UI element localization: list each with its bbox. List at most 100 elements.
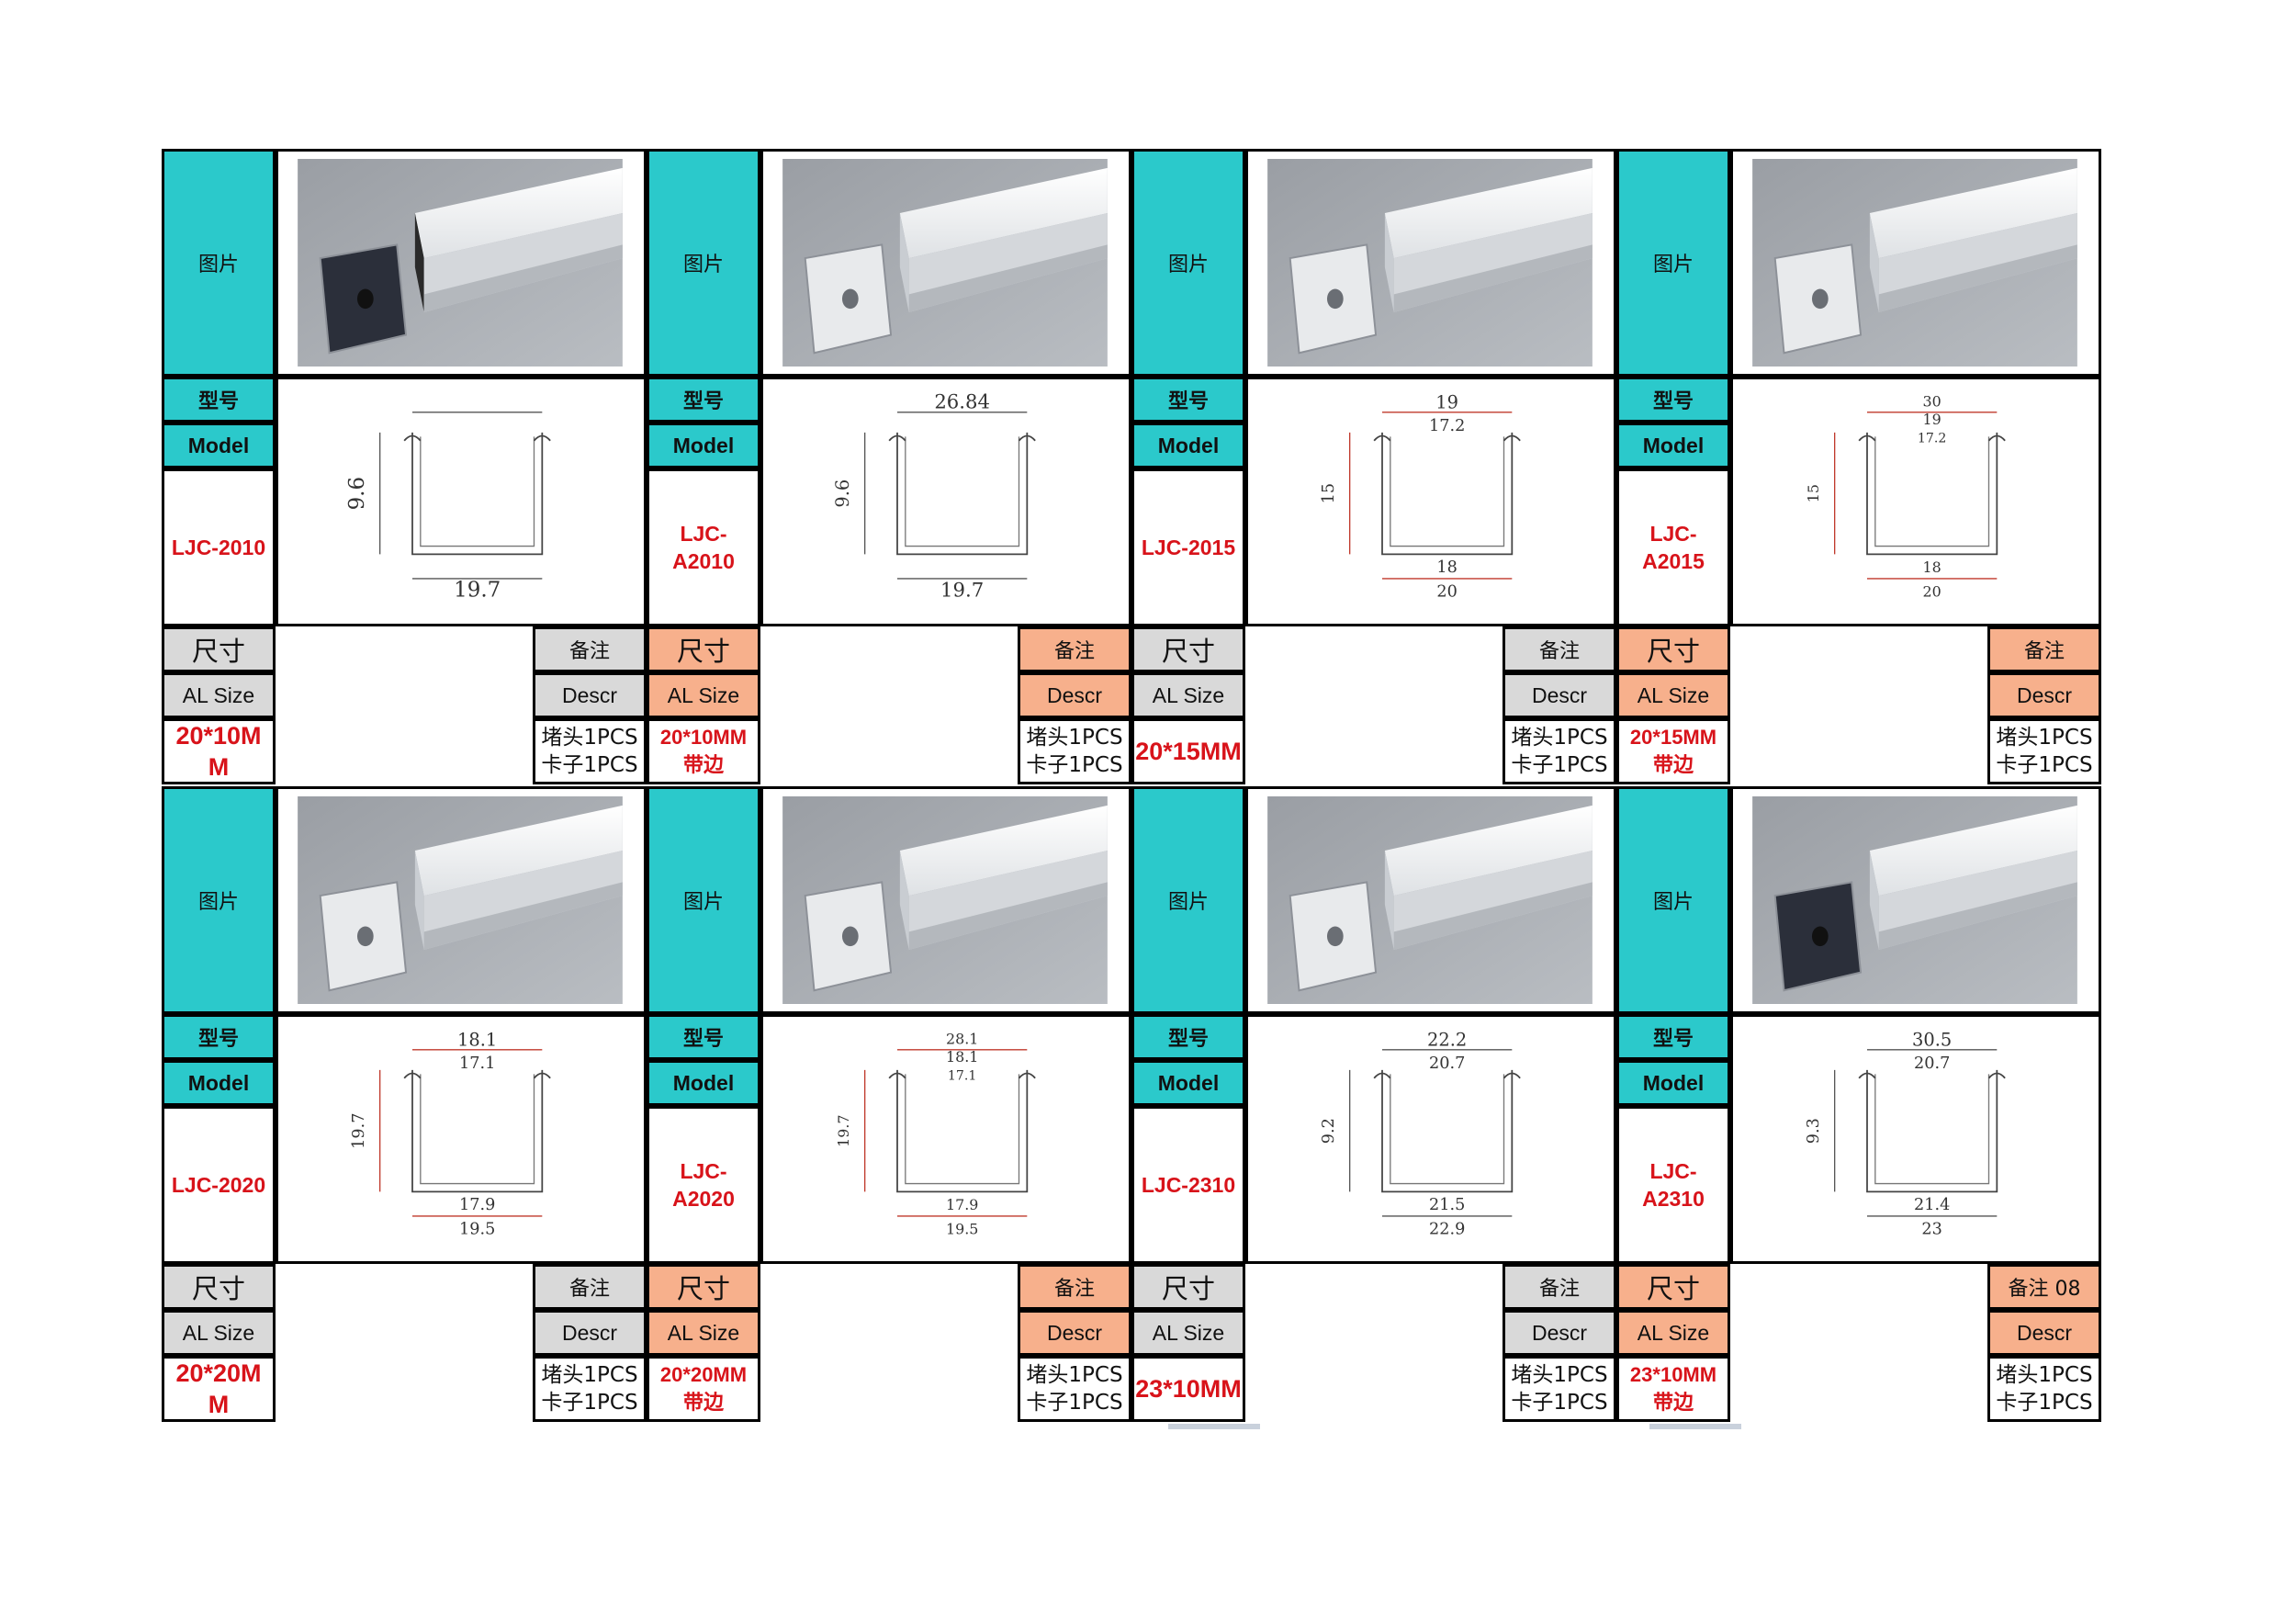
- size-cn-label: 尺寸: [1616, 626, 1730, 672]
- product-photo: [771, 796, 1120, 1004]
- dimension-label: 9.6: [345, 477, 369, 511]
- profile-drawing-svg: 22.220.79.221.522.9: [1320, 1029, 1521, 1238]
- remark-en-label: Descr: [1503, 1310, 1616, 1356]
- dimension-label: 18: [1923, 558, 1941, 576]
- model-en-label: Model: [647, 1060, 760, 1106]
- size-cn-text: 尺寸: [191, 1273, 245, 1304]
- picture-label: 图片: [647, 149, 760, 377]
- model-value-cell: LJC-A2310: [1616, 1106, 1730, 1264]
- size-cn-text: 尺寸: [676, 1273, 730, 1304]
- dimension-label: 19.7: [835, 1114, 852, 1146]
- model-cn-text: 型号: [682, 390, 724, 413]
- model-number: LJC-2010: [171, 536, 266, 559]
- product-photo: [1255, 796, 1604, 1004]
- product-photo-image: [1267, 159, 1593, 367]
- dimension-label: 21.5: [1429, 1196, 1465, 1214]
- model-en-label: Model: [647, 423, 760, 468]
- picture-label-text: 图片: [1167, 891, 1209, 914]
- size-cn-label: 尺寸: [162, 1264, 276, 1310]
- product-photo-image: [1752, 159, 2077, 367]
- dimension-label: 19.7: [940, 578, 984, 601]
- model-cn-label: 型号: [162, 377, 276, 423]
- model-number: LJC-2020: [171, 1173, 266, 1197]
- model-cn-text: 型号: [197, 390, 239, 413]
- remark-en-label: Descr: [1987, 672, 2101, 718]
- remark-cn-label: 备注: [533, 626, 647, 672]
- product-photo: [286, 796, 635, 1004]
- dimension-label: 17.1: [948, 1069, 976, 1084]
- model-cn-label: 型号: [1616, 377, 1730, 423]
- dimension-label: 30: [1923, 393, 1941, 411]
- model-value-cell: LJC-2310: [1131, 1106, 1245, 1264]
- model-en-text: Model: [1157, 1070, 1220, 1095]
- model-value-cell: LJC-A2020: [647, 1106, 760, 1264]
- size-cn-label: 尺寸: [1616, 1264, 1730, 1310]
- product-photo-image: [782, 796, 1108, 1004]
- model-en-text: Model: [1642, 1070, 1705, 1095]
- remark-en-text: Descr: [561, 682, 618, 707]
- product-photo: [1740, 796, 2089, 1004]
- model-number: LJC-A2015: [1642, 522, 1705, 573]
- size-cn-text: 尺寸: [1646, 636, 1700, 667]
- model-cn-label: 型号: [1131, 1014, 1245, 1060]
- size-cn-text: 尺寸: [1161, 636, 1215, 667]
- scan-strip: [1168, 1424, 1260, 1429]
- remark-en-text: Descr: [1531, 682, 1588, 707]
- product-photo-cell: [760, 786, 1131, 1014]
- dimension-label: 18: [1436, 558, 1457, 577]
- model-value-cell: LJC-A2010: [647, 468, 760, 626]
- model-cn-label: 型号: [162, 1014, 276, 1060]
- model-value-cell: LJC-2015: [1131, 468, 1245, 626]
- model-cn-label: 型号: [1131, 377, 1245, 423]
- model-cn-label: 型号: [647, 1014, 760, 1060]
- dimension-label: 21.4: [1914, 1196, 1950, 1214]
- size-en-label: AL Size: [1616, 1310, 1730, 1356]
- product-photo-image: [1267, 796, 1593, 1004]
- dimension-label: 18.1: [457, 1029, 497, 1050]
- model-en-text: Model: [187, 1070, 250, 1095]
- dimension-label: 19.7: [454, 578, 501, 602]
- remark-cn-text: 备注: [1538, 1278, 1580, 1301]
- model-number: LJC-2015: [1141, 536, 1236, 559]
- size-en-label: AL Size: [1616, 672, 1730, 718]
- size-cn-label: 尺寸: [1131, 1264, 1245, 1310]
- dimension-label: 15: [1320, 483, 1338, 503]
- dimension-label: 17.2: [1918, 432, 1946, 446]
- model-number: LJC-A2010: [672, 522, 735, 573]
- model-cn-text: 型号: [1652, 390, 1694, 413]
- size-cn-text: 尺寸: [191, 636, 245, 667]
- dimension-label: 19.7: [350, 1113, 368, 1149]
- remark-en-text: Descr: [2016, 682, 2073, 707]
- model-en-label: Model: [162, 423, 276, 468]
- model-en-label: Model: [162, 1060, 276, 1106]
- product-photo-cell: [1245, 786, 1616, 1014]
- picture-label-text: 图片: [1167, 254, 1209, 276]
- remark-cn-text: 备注: [1053, 640, 1095, 663]
- profile-drawing-svg: 30.520.79.321.423: [1805, 1029, 2006, 1238]
- remark-en-text: Descr: [1046, 682, 1103, 707]
- size-en-text: AL Size: [667, 682, 740, 707]
- model-number: LJC-A2020: [672, 1159, 735, 1211]
- dimension-label: 26.84: [934, 389, 990, 412]
- product-photo-cell: [1730, 149, 2101, 377]
- picture-label: 图片: [1616, 786, 1730, 1014]
- size-cn-label: 尺寸: [647, 626, 760, 672]
- remark-en-label: Descr: [533, 672, 647, 718]
